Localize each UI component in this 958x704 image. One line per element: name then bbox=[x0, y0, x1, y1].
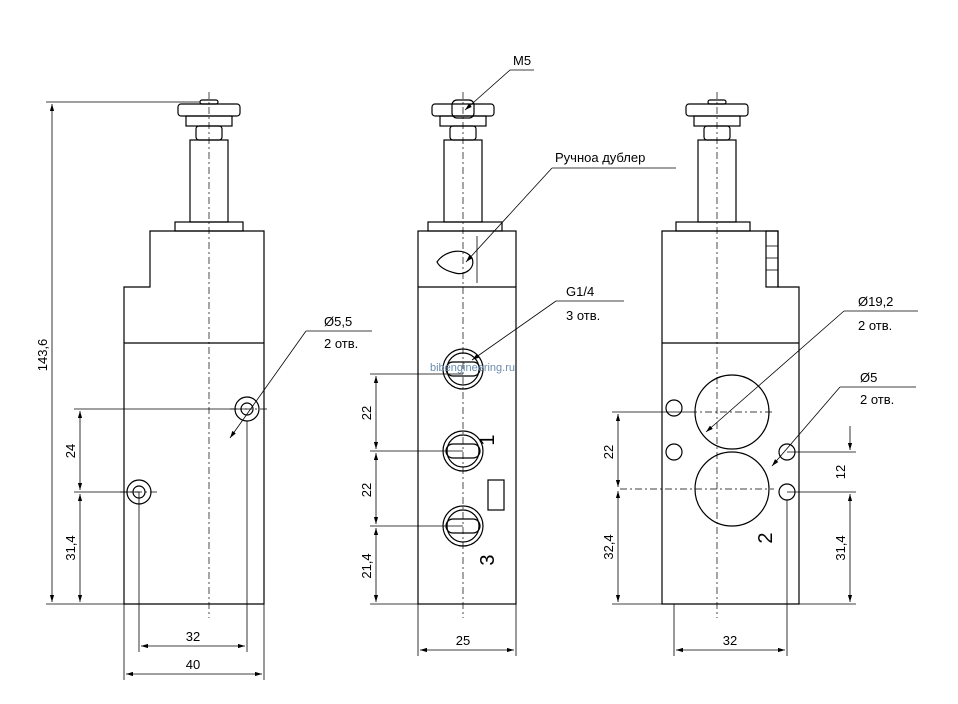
dim-label-31-4: 31,4 bbox=[63, 535, 78, 560]
right-small-hole-tl bbox=[665, 399, 683, 417]
left-view: 143,6 24 31,4 32 40 Ø5,5 2 отв. bbox=[35, 92, 372, 680]
leader-m5 bbox=[464, 69, 511, 111]
left-body-outline bbox=[123, 230, 265, 605]
middle-view: 22 22 21,4 25 1 3 M5 Ручноа дублер G1/4 … bbox=[359, 53, 676, 656]
leader-hole-left bbox=[229, 330, 307, 439]
callout-port-count: 3 отв. bbox=[566, 308, 600, 323]
dim-label-24: 24 bbox=[63, 444, 78, 458]
callout-hole-left-count: 2 отв. bbox=[324, 336, 358, 351]
leader-override bbox=[465, 167, 553, 263]
watermark-text: bibengineering.ru bbox=[430, 362, 515, 374]
callout-right-big-dia: Ø19,2 bbox=[858, 294, 893, 309]
dim-label-22-b: 22 bbox=[359, 483, 374, 497]
port-label-1: 1 bbox=[477, 434, 499, 445]
dim-label-40: 40 bbox=[186, 657, 200, 672]
right-view: 22 32,4 12 31,4 32 2 Ø19,2 2 отв. Ø5 2 о… bbox=[601, 92, 918, 656]
callout-right-big-count: 2 отв. bbox=[858, 318, 892, 333]
port-label-2: 2 bbox=[755, 532, 777, 543]
dim-label-32-right: 32 bbox=[723, 633, 737, 648]
leader-g14 bbox=[471, 300, 557, 361]
leader-big-dia bbox=[705, 310, 845, 433]
port-label-3: 3 bbox=[477, 554, 499, 565]
callout-manual-override: Ручноа дублер bbox=[555, 150, 645, 165]
right-solenoid-base bbox=[675, 221, 751, 232]
leader-small-dia bbox=[771, 386, 841, 467]
callout-port-thread: G1/4 bbox=[566, 284, 594, 299]
right-small-hole-ml bbox=[665, 443, 683, 461]
mid-side-boss bbox=[487, 479, 505, 511]
callout-right-small-count: 2 отв. bbox=[860, 392, 894, 407]
callout-thread-top: M5 bbox=[513, 53, 531, 68]
dim-label-21-4: 21,4 bbox=[359, 553, 374, 578]
manual-override-knob bbox=[436, 250, 474, 275]
dim-label-12: 12 bbox=[833, 465, 848, 479]
dim-label-31-4-right: 31,4 bbox=[833, 535, 848, 560]
dim-label-32-4: 32,4 bbox=[601, 534, 616, 559]
callout-hole-left-dia: Ø5,5 bbox=[324, 314, 352, 329]
dim-label-143-6: 143,6 bbox=[35, 339, 50, 372]
right-connector bbox=[765, 230, 779, 288]
callout-right-small-dia: Ø5 bbox=[860, 370, 877, 385]
dim-label-22-right: 22 bbox=[601, 445, 616, 459]
mid-solenoid-base bbox=[427, 221, 503, 232]
dim-label-32-left: 32 bbox=[186, 629, 200, 644]
dim-label-25: 25 bbox=[456, 633, 470, 648]
dim-label-22-a: 22 bbox=[359, 406, 374, 420]
